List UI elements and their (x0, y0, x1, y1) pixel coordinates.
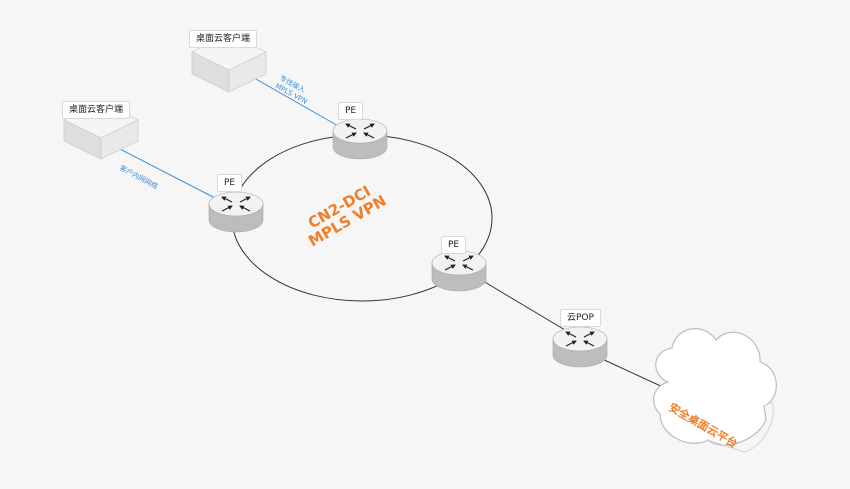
router-pe-right (431, 250, 487, 292)
cloud-icon (652, 328, 777, 453)
router-label-cloud-pop: 云POP (560, 309, 601, 327)
router-label-pe-left: PE (217, 174, 243, 192)
link-pe-pop (477, 277, 566, 331)
client-box-left (63, 101, 139, 160)
client-label-left: 桌面云客户端 (62, 101, 131, 119)
client-label-top: 桌面云客户端 (189, 30, 258, 48)
router-label-pe-right: PE (441, 236, 467, 254)
router-pe-left (208, 191, 264, 233)
router-pe-top (332, 118, 388, 160)
link-client-top-pe (239, 69, 341, 128)
link-pop-cloud (599, 357, 666, 389)
router-label-pe-top: PE (338, 102, 364, 120)
link-client-left-pe (117, 147, 216, 199)
router-cloud-pop (552, 326, 608, 368)
